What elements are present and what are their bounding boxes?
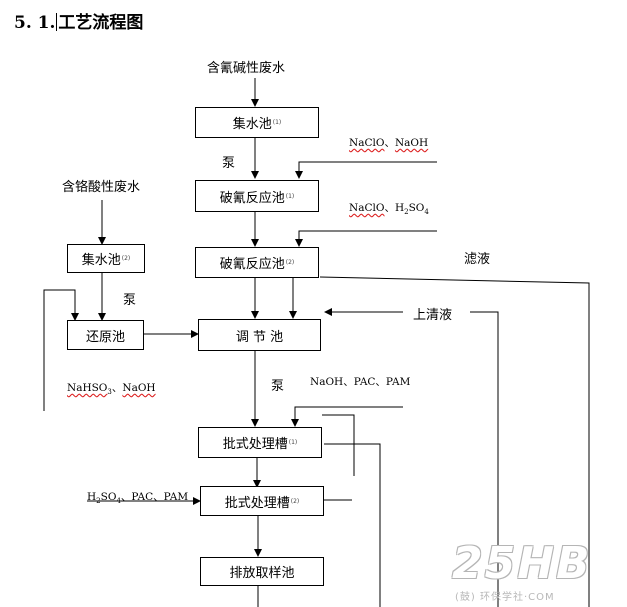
box-sub: (2) xyxy=(290,497,300,505)
section-title: 工艺流程图 xyxy=(58,13,144,33)
box-label: 调 节 池 xyxy=(235,329,284,345)
box-label: 破氰反应池 xyxy=(219,257,285,272)
box-label: 还原池 xyxy=(85,329,125,345)
dose-line-2 xyxy=(295,230,437,247)
chemical-dose-1: NaClO、NaOH xyxy=(349,137,429,149)
page-title: 5. 1.工艺流程图 xyxy=(14,8,143,33)
supernatant-line xyxy=(470,311,499,607)
box-collect-pool-2: 集水池(2) xyxy=(67,244,145,273)
input-chrome-wastewater: 含铬酸性废水 xyxy=(62,180,141,195)
section-number: 5. 1. xyxy=(14,13,56,33)
return-line-batch2 xyxy=(324,443,381,607)
filtrate-label: 滤液 xyxy=(464,252,491,267)
box-label: 破氰反应池 xyxy=(219,190,285,206)
chemical-dose-3: NaHSO3、NaOH xyxy=(67,382,156,397)
box-cyanide-break-2: 破氰反应池(2) xyxy=(195,247,319,278)
box-sub: (1) xyxy=(272,119,282,126)
box-batch-tank-1: 批式处理槽(1) xyxy=(198,427,322,458)
box-cyanide-break-1: 破氰反应池(1) xyxy=(195,180,319,212)
box-sampling-pool: 排放取样池 xyxy=(200,557,324,586)
box-label: 集水池 xyxy=(232,117,272,132)
chemical-dose-5: H2SO4、PAC、PAM xyxy=(87,491,189,506)
box-label: 排放取样池 xyxy=(229,566,295,581)
box-sub: (2) xyxy=(121,255,131,262)
box-batch-tank-2: 批式处理槽(2) xyxy=(200,486,324,516)
box-collect-pool-1: 集水池(1) xyxy=(195,107,319,138)
box-sub: (1) xyxy=(285,192,295,200)
pump-label-2: 泵 xyxy=(123,293,137,308)
chemical-dose-4: NaOH、PAC、PAM xyxy=(310,376,411,388)
input-cyanide-wastewater: 含氰碱性废水 xyxy=(207,61,286,76)
watermark-logo: 25HB xyxy=(452,538,592,589)
box-label: 集水池 xyxy=(81,253,121,268)
supernatant-label: 上清液 xyxy=(413,308,453,323)
text-cursor xyxy=(56,13,58,31)
filtrate-line xyxy=(319,276,590,607)
box-label: 批式处理槽 xyxy=(224,495,290,511)
watermark-subtitle: (鼓) 环保学社·COM xyxy=(455,592,555,603)
box-sub: (2) xyxy=(285,259,295,266)
pump-label-3: 泵 xyxy=(271,379,285,394)
pump-label-1: 泵 xyxy=(222,156,236,171)
box-sub: (1) xyxy=(288,439,298,446)
dose-line-1 xyxy=(295,161,437,179)
chemical-dose-2: NaClO、H2SO4 xyxy=(349,202,429,217)
box-regulating-pool: 调 节 池 xyxy=(198,319,321,351)
box-label: 批式处理槽 xyxy=(222,437,288,452)
return-line-batch1 xyxy=(322,414,355,476)
dose-line-4 xyxy=(291,406,403,427)
dose-line-3 xyxy=(43,289,79,411)
box-reduction-pool: 还原池 xyxy=(67,320,144,350)
